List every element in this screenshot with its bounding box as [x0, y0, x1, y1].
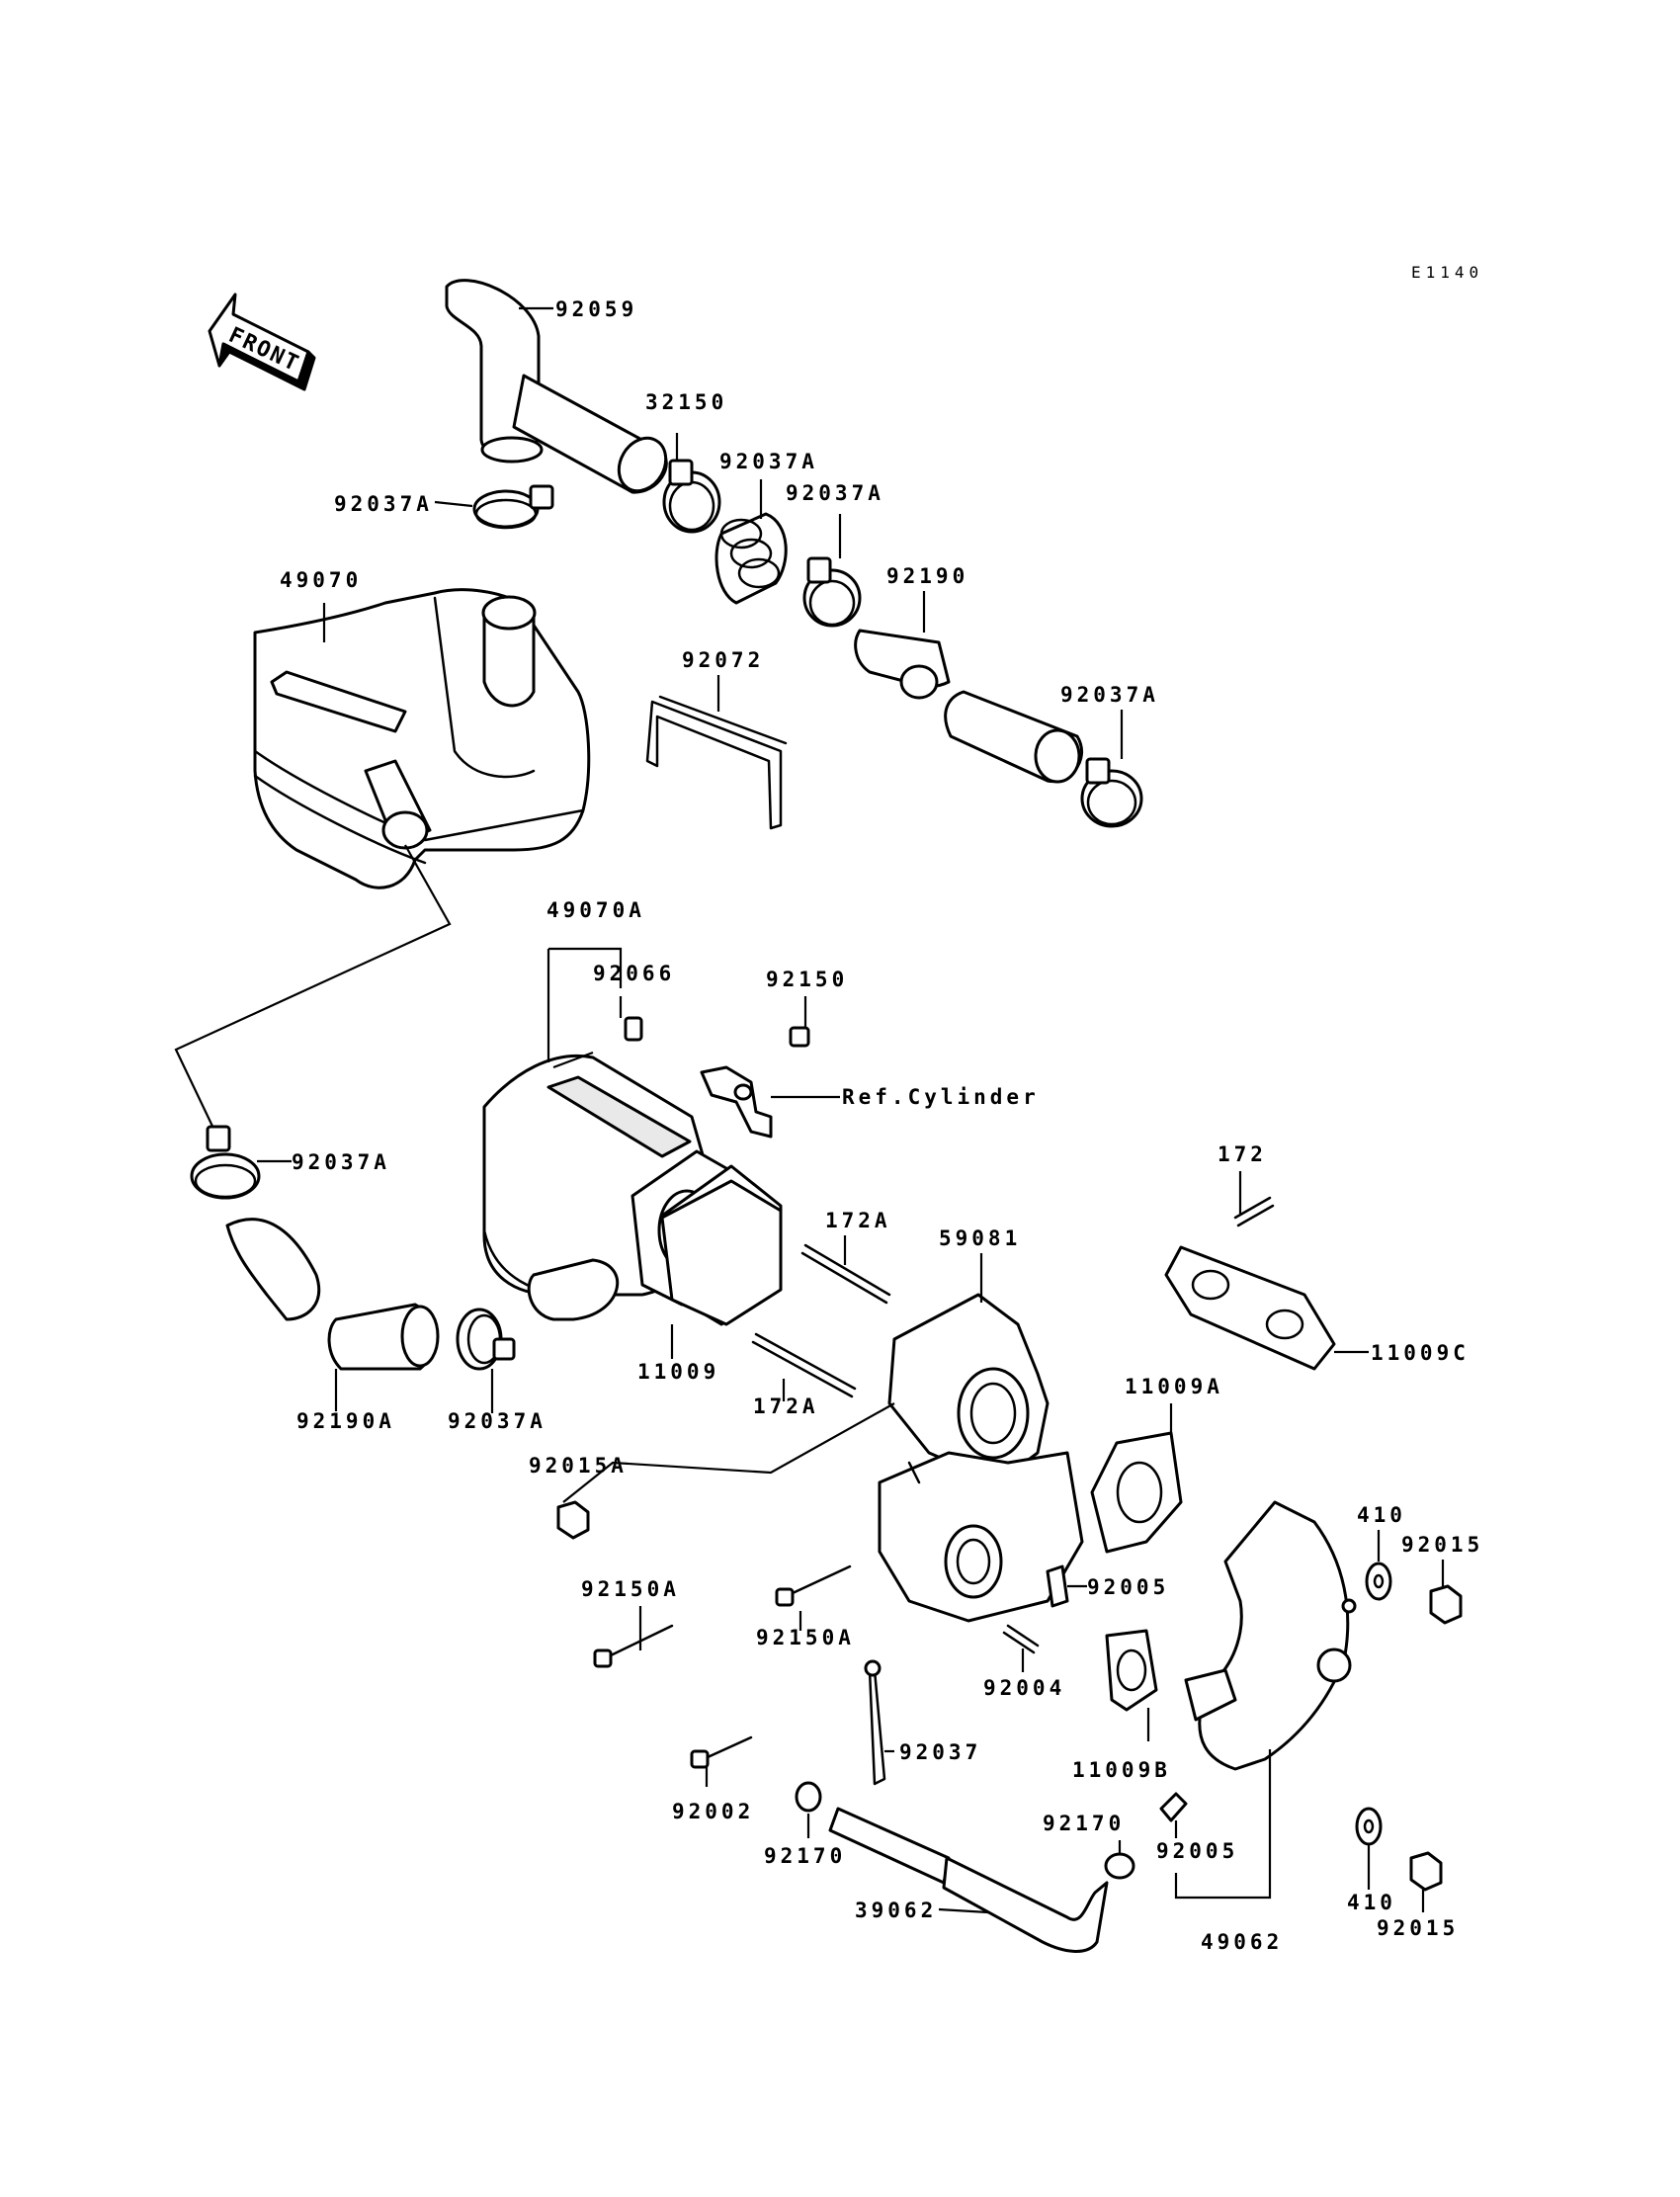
label-92037a-1: 92037A	[334, 492, 433, 516]
label-92037a-5: 92037A	[292, 1150, 390, 1174]
hose-92190a	[225, 1218, 440, 1371]
label-92066: 92066	[593, 962, 675, 985]
hose-clamp-1	[472, 484, 554, 530]
label-410-2: 410	[1347, 1891, 1396, 1914]
stud-172a-1	[800, 1243, 891, 1305]
label-92170-2: 92170	[1043, 1812, 1125, 1835]
label-172: 172	[1218, 1142, 1267, 1166]
fitting-92005-2	[1159, 1792, 1188, 1822]
label-92015-2: 92015	[1377, 1916, 1459, 1940]
label-92037a-6: 92037A	[448, 1409, 546, 1433]
stud-172	[1233, 1196, 1275, 1227]
hose-clamp-6	[456, 1308, 516, 1371]
elbow-pipe-92059	[445, 279, 668, 494]
label-92037: 92037	[899, 1740, 981, 1764]
label-92005-2: 92005	[1156, 1839, 1238, 1863]
nut-92015a	[556, 1500, 590, 1540]
nut-92015-2	[1409, 1851, 1443, 1892]
stud-172a-2	[751, 1332, 857, 1398]
clip-92170-1	[795, 1781, 822, 1813]
gasket-11009	[660, 1179, 783, 1326]
label-49070: 49070	[280, 568, 362, 592]
label-92150: 92150	[766, 968, 848, 991]
stud-92004	[1002, 1624, 1040, 1654]
label-92004: 92004	[983, 1676, 1065, 1700]
label-92002: 92002	[672, 1800, 754, 1823]
part-labels: 92059 92037A 32150 92037A 92037A 49070 9…	[280, 297, 1483, 1954]
label-410-1: 410	[1357, 1503, 1406, 1527]
bellows-coupling-32150	[714, 512, 788, 605]
label-92190a: 92190A	[296, 1409, 395, 1433]
label-92150a-1: 92150A	[581, 1577, 680, 1601]
washer-410-2	[1355, 1807, 1383, 1846]
label-92015a: 92015A	[529, 1454, 628, 1478]
exhaust-pipe-49062	[1184, 1500, 1357, 1771]
hose-clamp-2	[662, 459, 721, 534]
label-92005-1: 92005	[1087, 1575, 1169, 1599]
gasket-11009a	[1090, 1431, 1183, 1554]
hose-92190	[854, 629, 1084, 784]
label-92037a-3: 92037A	[786, 481, 884, 505]
label-11009a: 11009A	[1125, 1375, 1223, 1398]
label-ref-cylinder: Ref.Cylinder	[842, 1085, 1040, 1109]
label-32150: 92037A	[719, 450, 818, 473]
label-92059: 92059	[555, 297, 637, 321]
label-92072: 92072	[682, 648, 764, 672]
hose-clamp-5	[190, 1125, 261, 1200]
label-92170-1: 92170	[764, 1844, 846, 1868]
leader-lines	[257, 306, 1445, 1914]
washer-410-1	[1365, 1562, 1392, 1601]
label-172a-1: 172A	[825, 1209, 891, 1232]
label-11009c: 11009C	[1371, 1341, 1470, 1365]
bracket-92072	[645, 695, 788, 830]
bolt-92150a-1	[593, 1624, 674, 1668]
nut-92015-1	[1429, 1584, 1463, 1625]
bolt-92002	[690, 1735, 753, 1769]
fitting-92005-1	[1046, 1564, 1069, 1608]
leader-muffler-connection	[174, 844, 452, 1138]
bolt-92150a-2	[775, 1564, 852, 1607]
muffler-49070	[253, 588, 591, 889]
front-arrow-icon: FRONT	[208, 293, 316, 391]
label-11009: 11009	[637, 1360, 719, 1384]
hose-clamp-3	[802, 556, 862, 628]
label-172a-2: 172A	[753, 1394, 819, 1418]
bracket-ref-cylinder	[624, 1016, 810, 1139]
label-92015-1: 92015	[1401, 1533, 1483, 1557]
label-92037a-2: 32150	[645, 390, 727, 414]
label-92037a-4: 92037A	[1060, 683, 1159, 707]
gasket-11009c	[1164, 1245, 1336, 1371]
label-11009b: 11009B	[1072, 1758, 1171, 1782]
hose-clamp-4	[1080, 757, 1143, 828]
label-59081: 59081	[939, 1226, 1021, 1250]
clamp-strap-92037	[864, 1659, 886, 1786]
diagram-code: E1140	[1411, 263, 1483, 282]
label-92150a-2: 92150A	[756, 1626, 855, 1649]
label-39062: 39062	[855, 1899, 937, 1922]
gasket-11009b	[1105, 1629, 1158, 1712]
label-49062: 49062	[1201, 1930, 1283, 1954]
label-49070a: 49070A	[546, 898, 645, 922]
hose-39062	[828, 1807, 1109, 1953]
cylinder-body-59081	[878, 1293, 1084, 1623]
label-92190: 92190	[886, 564, 968, 588]
clip-92170-2	[1104, 1852, 1135, 1880]
